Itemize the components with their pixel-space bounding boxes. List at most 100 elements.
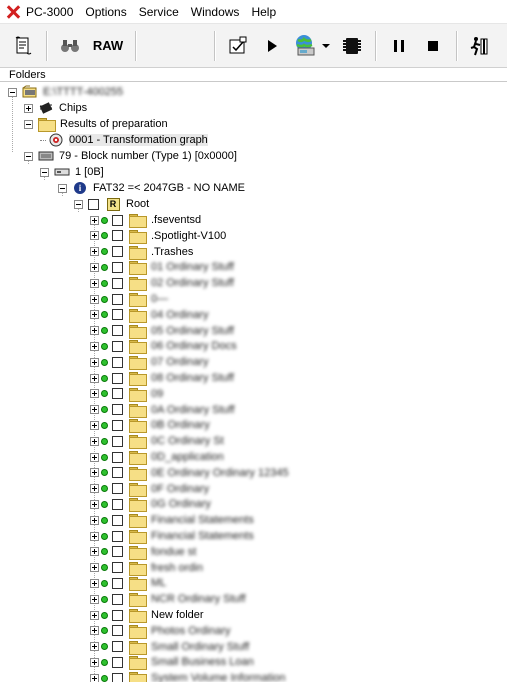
folder-checkbox[interactable] xyxy=(112,277,123,289)
folder-checkbox[interactable] xyxy=(112,498,123,510)
expand-toggle[interactable] xyxy=(90,642,99,652)
folder-tree-item[interactable]: 0E Ordinary Ordinary 12345 xyxy=(90,465,289,481)
expand-toggle[interactable] xyxy=(90,215,99,225)
menu-app-title[interactable]: PC-3000 xyxy=(26,4,74,19)
folder-tree-item[interactable]: System Volume Information xyxy=(90,670,286,682)
stop-button[interactable] xyxy=(419,32,447,60)
raw-button[interactable]: RAW xyxy=(92,38,124,53)
tree-node-block-number[interactable]: 79 - Block number (Type 1) [0x0000] xyxy=(24,148,237,164)
folder-tree-item[interactable]: fresh ordin xyxy=(90,560,203,576)
expand-toggle[interactable] xyxy=(90,341,99,351)
run-button[interactable] xyxy=(258,32,286,60)
menu-service[interactable]: Service xyxy=(138,4,179,19)
tree-node-fat32[interactable]: i FAT32 =< 2047GB - NO NAME xyxy=(58,180,245,196)
expand-toggle[interactable] xyxy=(90,420,99,430)
chevron-down-icon[interactable] xyxy=(322,43,330,48)
expand-toggle[interactable] xyxy=(90,262,99,272)
folder-tree[interactable]: E:\TTTT-400255 Chips Results of preparat… xyxy=(0,82,507,682)
folder-checkbox[interactable] xyxy=(112,656,123,668)
folder-checkbox[interactable] xyxy=(112,435,123,447)
folder-tree-item[interactable]: .Spotlight-V100 xyxy=(90,228,226,244)
folder-checkbox[interactable] xyxy=(112,388,123,400)
folder-tree-item[interactable]: 05 Ordinary Stuff xyxy=(90,323,234,339)
folder-checkbox[interactable] xyxy=(112,514,123,526)
tree-node-transformation-graph[interactable]: 0001 - Transformation graph xyxy=(40,132,208,148)
folder-tree-item[interactable]: 08 Ordinary Stuff xyxy=(90,370,234,386)
expand-toggle[interactable] xyxy=(24,103,33,113)
expand-toggle[interactable] xyxy=(90,326,99,336)
tree-node-partition[interactable]: 1 [0B] xyxy=(40,164,104,180)
folder-checkbox[interactable] xyxy=(112,230,123,242)
folder-tree-item[interactable]: 0G Ordinary xyxy=(90,496,211,513)
expand-toggle[interactable] xyxy=(90,310,99,320)
folder-tree-item[interactable]: Financial Statements xyxy=(90,528,254,544)
expand-toggle[interactable] xyxy=(90,294,99,304)
folder-tree-item[interactable]: 02 Ordinary Stuff xyxy=(90,275,234,292)
folder-tree-item[interactable]: ML xyxy=(90,575,166,592)
collapse-toggle[interactable] xyxy=(8,87,17,97)
menu-options[interactable]: Options xyxy=(85,4,127,19)
expand-toggle[interactable] xyxy=(90,657,99,667)
tree-node-root[interactable]: R Root xyxy=(74,196,149,212)
folder-tree-item[interactable]: .fseventsd xyxy=(90,212,201,228)
expand-toggle[interactable] xyxy=(90,357,99,367)
folder-checkbox[interactable] xyxy=(112,562,123,574)
expand-toggle[interactable] xyxy=(90,531,99,541)
tree-node-chips[interactable]: Chips xyxy=(24,100,87,116)
folder-checkbox[interactable] xyxy=(112,546,123,558)
folder-tree-item[interactable]: 0D_application xyxy=(90,449,224,465)
scroll-doc-icon[interactable] xyxy=(9,32,37,60)
collapse-toggle[interactable] xyxy=(24,119,33,129)
folder-tree-item[interactable]: 07 Ordinary xyxy=(90,354,208,371)
pause-button[interactable] xyxy=(385,32,413,60)
expand-toggle[interactable] xyxy=(90,468,99,478)
menu-windows[interactable]: Windows xyxy=(190,4,240,19)
folder-tree-item[interactable]: NCR Ordinary Stuff xyxy=(90,591,246,608)
folder-tree-item[interactable]: 0A Ordinary Stuff xyxy=(90,402,235,418)
folder-checkbox[interactable] xyxy=(112,246,123,258)
folder-tree-item[interactable]: Photos Ordinary xyxy=(90,623,230,639)
folder-checkbox[interactable] xyxy=(112,404,123,416)
expand-toggle[interactable] xyxy=(90,578,99,588)
folder-tree-item[interactable]: Small Ordinary Stuff xyxy=(90,639,249,655)
folder-tree-item[interactable]: 0— xyxy=(90,291,168,307)
folder-checkbox[interactable] xyxy=(112,309,123,321)
folder-tree-item[interactable]: 09 xyxy=(90,386,163,402)
tree-node-drive[interactable]: E:\TTTT-400255 xyxy=(8,84,123,100)
expand-toggle[interactable] xyxy=(90,499,99,509)
chip-button[interactable] xyxy=(338,32,366,60)
folder-checkbox[interactable] xyxy=(112,356,123,368)
collapse-toggle[interactable] xyxy=(74,199,83,209)
exit-button[interactable] xyxy=(466,32,494,60)
folder-tree-item[interactable]: 0F Ordinary xyxy=(90,481,209,497)
folder-checkbox[interactable] xyxy=(112,340,123,352)
folder-tree-item[interactable]: fondue st xyxy=(90,544,196,560)
expand-toggle[interactable] xyxy=(90,278,99,288)
folder-checkbox[interactable] xyxy=(112,261,123,273)
expand-toggle[interactable] xyxy=(90,610,99,620)
expand-toggle[interactable] xyxy=(90,231,99,241)
collapse-toggle[interactable] xyxy=(40,167,49,177)
folder-tree-item[interactable]: 06 Ordinary Docs xyxy=(90,338,237,355)
expand-toggle[interactable] xyxy=(90,436,99,446)
menu-help[interactable]: Help xyxy=(251,4,277,19)
folder-tree-item[interactable]: 01 Ordinary Stuff xyxy=(90,259,234,276)
expand-toggle[interactable] xyxy=(90,626,99,636)
folder-checkbox[interactable] xyxy=(112,593,123,605)
folder-tree-item[interactable]: New folder xyxy=(90,607,204,623)
expand-toggle[interactable] xyxy=(90,563,99,573)
binoculars-icon[interactable] xyxy=(56,32,84,60)
collapse-toggle[interactable] xyxy=(58,183,67,193)
folder-checkbox[interactable] xyxy=(112,625,123,637)
folder-checkbox[interactable] xyxy=(112,530,123,542)
expand-toggle[interactable] xyxy=(90,405,99,415)
expand-toggle[interactable] xyxy=(90,484,99,494)
folder-checkbox[interactable] xyxy=(112,451,123,463)
folder-checkbox[interactable] xyxy=(112,325,123,337)
expand-toggle[interactable] xyxy=(90,515,99,525)
folder-checkbox[interactable] xyxy=(112,293,123,305)
folder-checkbox[interactable] xyxy=(112,609,123,621)
folder-tree-item[interactable]: .Trashes xyxy=(90,244,193,260)
expand-toggle[interactable] xyxy=(90,373,99,383)
network-globe-button[interactable] xyxy=(292,32,332,60)
